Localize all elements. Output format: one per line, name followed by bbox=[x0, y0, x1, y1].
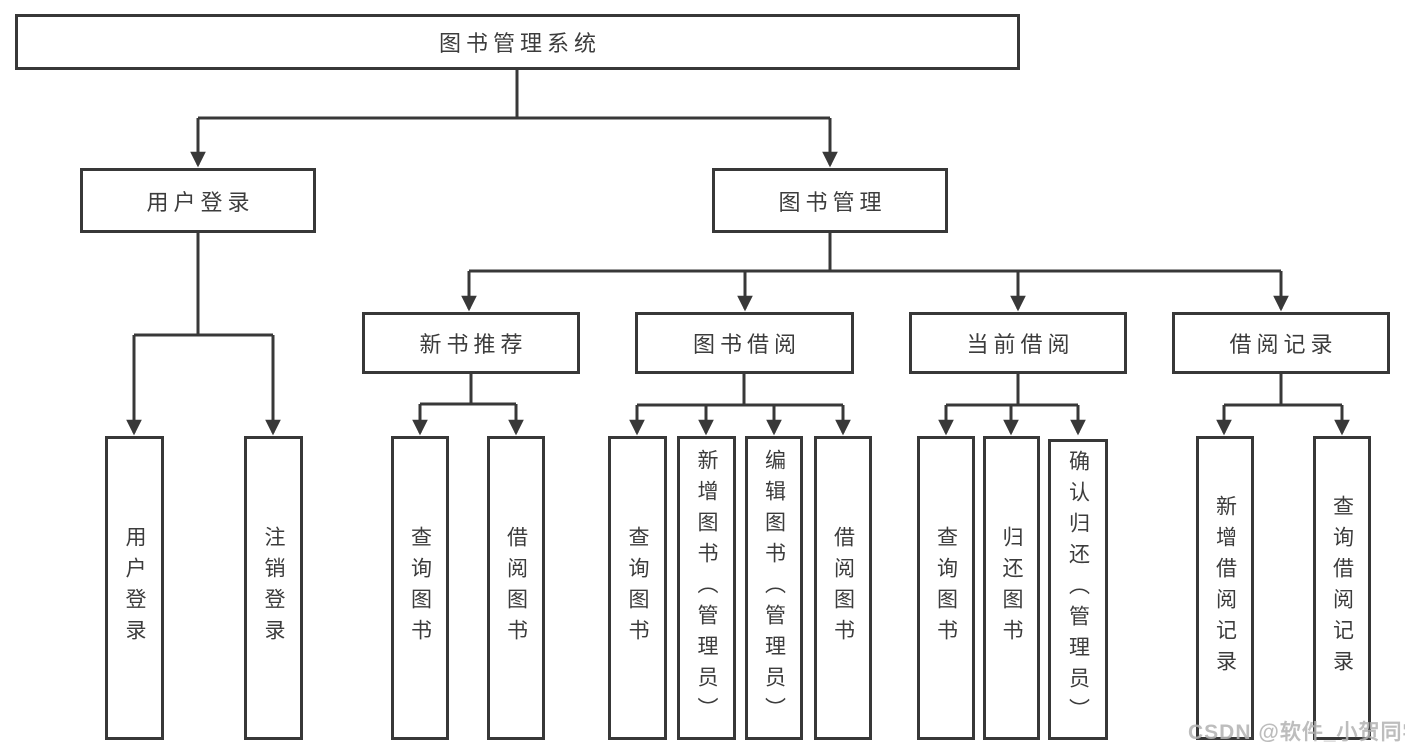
node-current-borrowing: 当前借阅 bbox=[909, 312, 1127, 374]
leaf-logout: 注销登录 bbox=[244, 436, 303, 740]
node-new-book-recommend: 新书推荐 bbox=[362, 312, 580, 374]
leaf-recommend-query-books: 查询图书 bbox=[391, 436, 449, 740]
node-user-login: 用户登录 bbox=[80, 168, 316, 233]
node-book-borrowing: 图书借阅 bbox=[635, 312, 854, 374]
leaf-current-query-books: 查询图书 bbox=[917, 436, 975, 740]
leaf-borrowing-borrow-books: 借阅图书 bbox=[814, 436, 872, 740]
leaf-records-add-record: 新增借阅记录 bbox=[1196, 436, 1254, 740]
leaf-current-confirm-return: 确认归还（管理员） bbox=[1048, 439, 1108, 740]
leaf-borrowing-query-books: 查询图书 bbox=[608, 436, 667, 740]
node-library-system: 图书管理系统 bbox=[15, 14, 1020, 70]
node-borrowing-records: 借阅记录 bbox=[1172, 312, 1390, 374]
leaf-records-query-record: 查询借阅记录 bbox=[1313, 436, 1371, 740]
leaf-borrowing-add-books: 新增图书（管理员） bbox=[677, 436, 736, 740]
leaf-borrowing-edit-books: 编辑图书（管理员） bbox=[745, 436, 803, 740]
csdn-watermark: CSDN @软件_小贺同学 bbox=[1188, 721, 1405, 744]
node-book-management: 图书管理 bbox=[712, 168, 948, 233]
leaf-current-return-books: 归还图书 bbox=[983, 436, 1040, 740]
leaf-recommend-borrow-books: 借阅图书 bbox=[487, 436, 545, 740]
leaf-user-login: 用户登录 bbox=[105, 436, 164, 740]
